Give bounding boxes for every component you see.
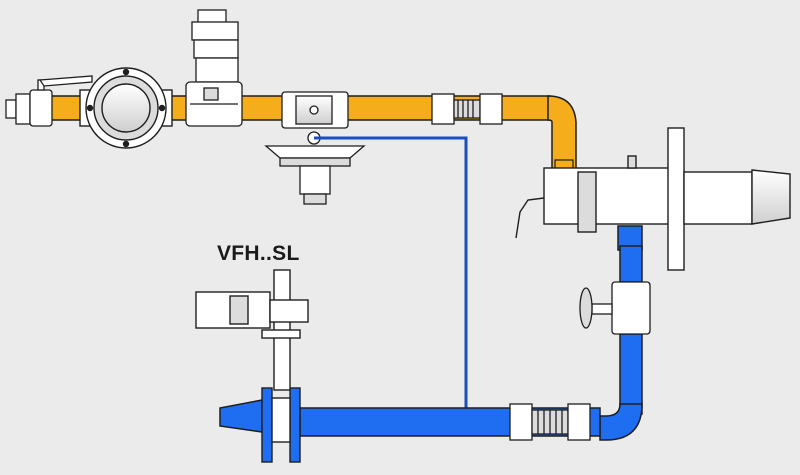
gas-filter bbox=[79, 67, 173, 149]
burner bbox=[515, 127, 791, 271]
air-compensator bbox=[509, 403, 591, 441]
valve-model-label: VFH..SL bbox=[217, 242, 300, 265]
solenoid-valve-group bbox=[185, 9, 243, 127]
gas-compensator bbox=[431, 93, 503, 125]
impulse-line bbox=[314, 136, 468, 408]
air-butterfly-valve bbox=[195, 269, 309, 463]
ball-valve bbox=[5, 75, 93, 127]
pressure-regulator bbox=[264, 91, 366, 205]
air-manual-valve bbox=[579, 281, 651, 335]
